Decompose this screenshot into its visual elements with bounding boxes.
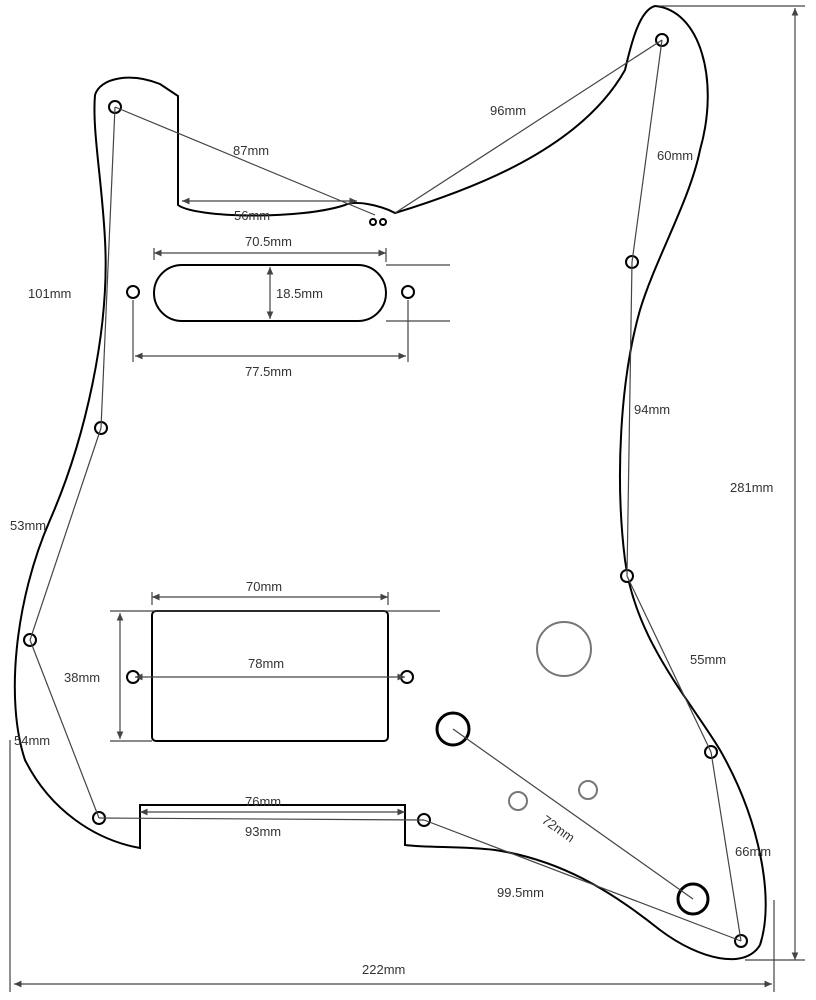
pickguard-outline [13,4,767,961]
label-70: 70mm [246,579,282,594]
pot-hole-bottom [676,882,710,916]
label-281: 281mm [730,480,773,495]
dim-line-93 [98,817,425,821]
label-70-5: 70.5mm [245,234,292,249]
label-38: 38mm [64,670,100,685]
label-93: 93mm [245,824,281,839]
label-94: 94mm [634,402,670,417]
dim-line-55 [626,575,712,753]
screw-hole-center-b [379,218,387,226]
label-55: 55mm [690,652,726,667]
dim-line-96 [394,39,663,214]
label-54: 54mm [14,733,50,748]
label-72: 72mm [539,812,577,845]
label-222: 222mm [362,962,405,977]
control-holes [435,621,710,916]
dim-line-66 [710,751,742,942]
label-60: 60mm [657,148,693,163]
dim-line-101 [100,106,116,429]
output-jack-hole [536,621,592,677]
label-78: 78mm [248,656,284,671]
label-53: 53mm [10,518,46,533]
dimension-labels: 87mm 96mm 60mm 56mm 70.5mm 101mm 18.5mm … [10,103,773,977]
label-96: 96mm [490,103,526,118]
dim-line-87 [114,106,376,216]
single-coil-left-hole [126,285,140,299]
label-66: 66mm [735,844,771,859]
pot-hole-small-left [508,791,528,811]
dim-line-54 [29,639,100,819]
pickup-screw-holes [126,285,415,684]
pot-hole-small-right [578,780,598,800]
dim-line-94 [626,261,633,577]
label-99-5: 99.5mm [497,885,544,900]
dim-line-72 [452,728,694,900]
label-18-5: 18.5mm [276,286,323,301]
mounting-holes [23,33,748,948]
single-coil-right-hole [401,285,415,299]
label-77-5: 77.5mm [245,364,292,379]
label-56: 56mm [234,208,270,223]
label-76: 76mm [245,794,281,809]
dimension-lines [9,5,805,992]
single-coil-cavity [153,264,387,322]
label-101: 101mm [28,286,71,301]
humbucker-cavity [151,610,389,742]
switch-hole [435,711,471,747]
screw-hole-center-a [369,218,377,226]
label-87: 87mm [233,143,269,158]
dim-line-53 [29,427,102,641]
dim-line-99-5 [423,819,742,942]
dim-line-60 [631,39,663,263]
